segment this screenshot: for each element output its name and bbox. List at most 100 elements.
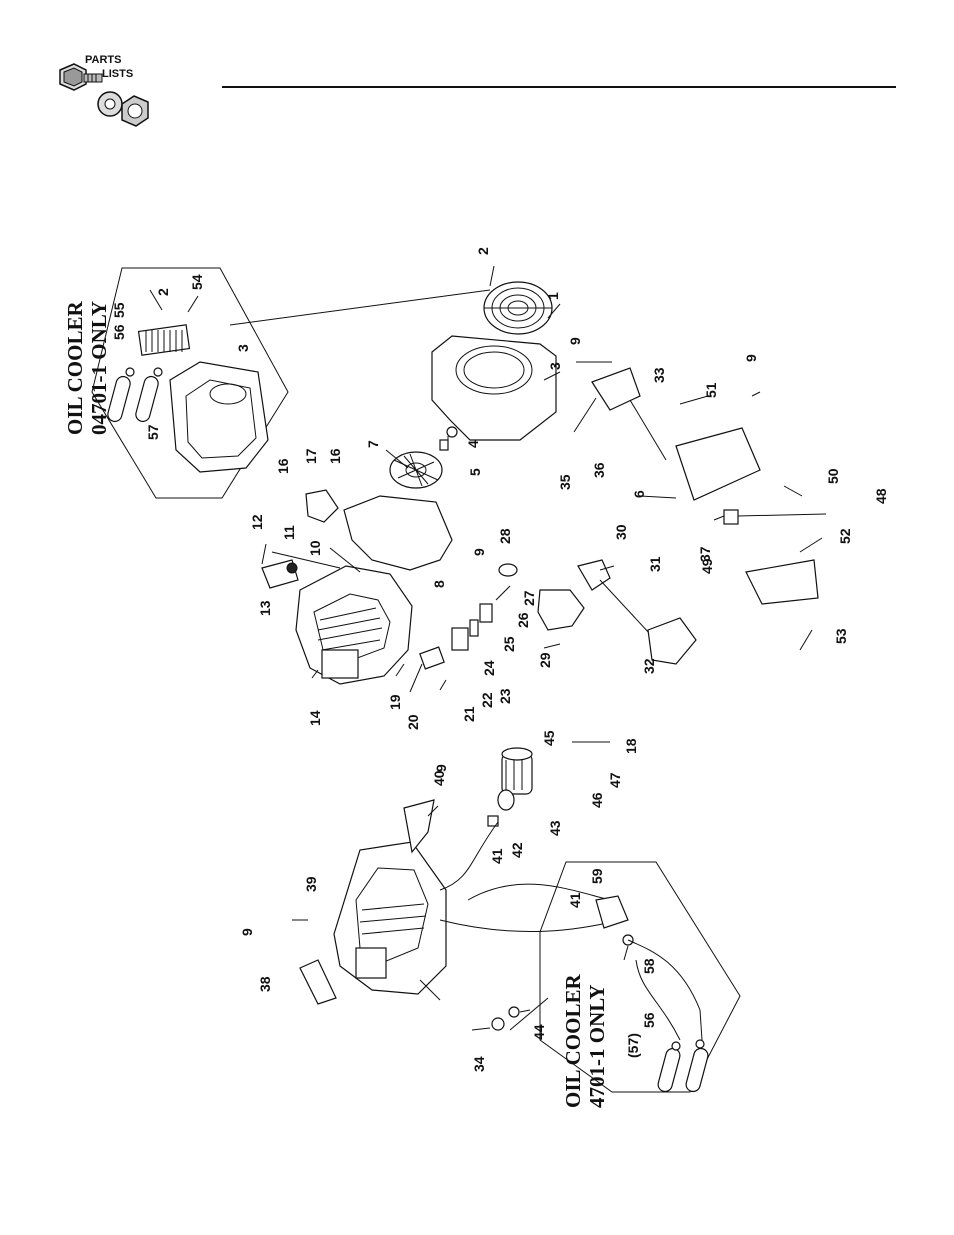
callout-16-b: 16 xyxy=(327,448,343,464)
callout-30: 30 xyxy=(613,524,629,540)
cable-31 xyxy=(600,580,650,634)
callout-2-inset: 2 xyxy=(155,288,171,296)
callout-56-a: 56 xyxy=(111,324,127,340)
callout-20: 20 xyxy=(405,714,421,730)
callout-56-b: 56 xyxy=(641,1012,657,1028)
callout-55: 55 xyxy=(111,302,127,318)
callout-38: 38 xyxy=(257,976,273,992)
callout-50: 50 xyxy=(825,468,841,484)
callout-19: 19 xyxy=(387,694,403,710)
shield-38 xyxy=(300,960,336,1004)
oil-line-c xyxy=(468,884,610,900)
callout-9-c: 9 xyxy=(471,548,487,556)
washer-4 xyxy=(447,427,457,437)
callout-29: 29 xyxy=(537,652,553,668)
callout-57-b: (57) xyxy=(625,1033,641,1058)
callout-9-d: 9 xyxy=(433,764,449,772)
callout-24: 24 xyxy=(481,660,497,676)
callout-32: 32 xyxy=(641,658,657,674)
inset-top-title-line2: 04701-1 ONLY xyxy=(87,301,111,435)
callout-14: 14 xyxy=(307,710,323,726)
inset-bottom-hose-a xyxy=(657,1047,682,1093)
nut-5 xyxy=(440,440,448,450)
cooler-adapter-59 xyxy=(596,896,628,928)
plug-44 xyxy=(509,1007,519,1017)
flywheel-fan xyxy=(390,452,442,488)
intake-elbow xyxy=(420,647,444,669)
carburetor xyxy=(452,628,468,650)
callout-17: 17 xyxy=(303,448,319,464)
callout-3-main: 3 xyxy=(547,362,563,370)
engine-bottom xyxy=(334,842,446,1000)
oil-line-b xyxy=(440,920,620,932)
callout-35: 35 xyxy=(557,474,573,490)
callout-41-b: 41 xyxy=(567,892,583,908)
callout-25: 25 xyxy=(501,636,517,652)
callout-13: 13 xyxy=(257,600,273,616)
spring-35 xyxy=(574,398,596,432)
inset-bottom-title-line1: OIL COOLER xyxy=(561,974,585,1108)
callout-53: 53 xyxy=(833,628,849,644)
callout-34: 34 xyxy=(471,1056,487,1072)
callout-58: 58 xyxy=(641,958,657,974)
callout-1: 1 xyxy=(545,292,561,300)
inset-bottom-hose-line-a xyxy=(628,940,702,1040)
wire-48 xyxy=(738,514,826,516)
callout-6: 6 xyxy=(631,490,647,498)
callout-7: 7 xyxy=(365,440,381,448)
switch-49 xyxy=(724,510,738,524)
callout-8: 8 xyxy=(431,580,447,588)
blower-housing xyxy=(432,336,556,440)
callout-10: 10 xyxy=(307,540,323,556)
engine-top xyxy=(296,566,412,684)
callout-47: 47 xyxy=(607,772,623,788)
callout-36: 36 xyxy=(591,462,607,478)
cover-52 xyxy=(746,560,818,604)
oil-filter xyxy=(502,748,532,794)
filter-adapter-42 xyxy=(498,790,514,810)
gasket-25 xyxy=(470,620,478,636)
callout-48: 48 xyxy=(873,488,889,504)
callout-27: 27 xyxy=(521,590,537,606)
callout-3-inset: 3 xyxy=(235,344,251,352)
callout-26: 26 xyxy=(515,612,531,628)
callout-2-top: 2 xyxy=(475,247,491,255)
fan-guard xyxy=(484,282,552,334)
callout-33: 33 xyxy=(651,367,667,383)
callout-44: 44 xyxy=(531,1024,547,1040)
callout-52: 52 xyxy=(837,528,853,544)
callout-23: 23 xyxy=(497,688,513,704)
callout-42: 42 xyxy=(509,842,525,858)
callout-16-a: 16 xyxy=(275,458,291,474)
callout-9-b: 9 xyxy=(743,354,759,362)
callout-28: 28 xyxy=(497,528,513,544)
mounting-plate-6 xyxy=(676,428,760,500)
callout-39: 39 xyxy=(303,876,319,892)
callout-9-e: 9 xyxy=(239,928,255,936)
callout-21: 21 xyxy=(461,706,477,722)
inset-bottom-hose-b xyxy=(685,1047,710,1093)
rod-33 xyxy=(630,400,666,460)
callout-18: 18 xyxy=(623,738,639,754)
callout-57-a: 57 xyxy=(145,424,161,440)
inset-bottom-title-line2: 4701-1 ONLY xyxy=(585,985,609,1109)
callout-45: 45 xyxy=(541,730,557,746)
callout-54: 54 xyxy=(189,274,205,290)
leader-inset-link xyxy=(230,290,490,325)
callout-49: 49 xyxy=(699,558,715,574)
callout-22: 22 xyxy=(479,692,495,708)
inset-blower-housing xyxy=(170,362,268,472)
callout-51: 51 xyxy=(703,382,719,398)
callout-43: 43 xyxy=(547,820,563,836)
callout-4: 4 xyxy=(465,440,481,448)
callout-41-a: 41 xyxy=(489,848,505,864)
callout-9-a: 9 xyxy=(567,337,583,345)
actuator-32 xyxy=(648,618,696,664)
ignition-bracket xyxy=(306,490,338,522)
callout-5: 5 xyxy=(467,468,483,476)
control-bracket-29 xyxy=(538,590,584,630)
callout-11: 11 xyxy=(281,525,297,540)
seal-28 xyxy=(499,564,517,576)
spacer-26 xyxy=(480,604,492,622)
